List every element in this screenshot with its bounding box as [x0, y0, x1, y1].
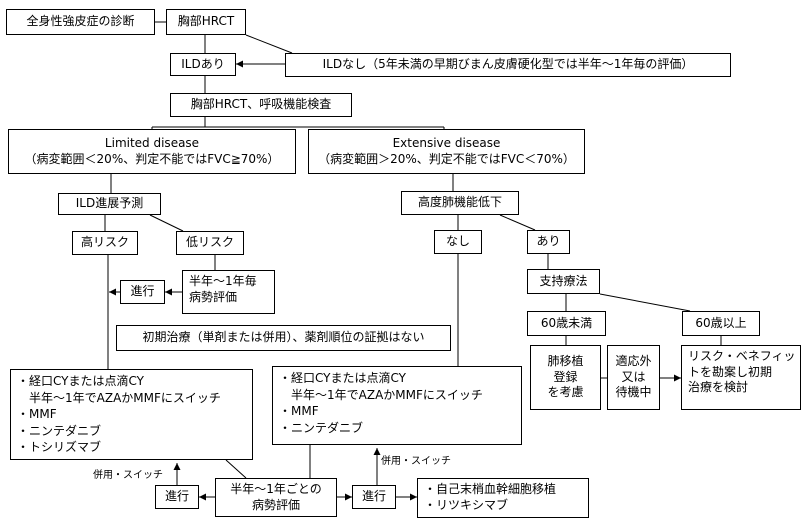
hrct-pft-label: 胸部HRCT、呼吸機能検査 [190, 97, 332, 112]
progression-bottom-left-label: 進行 [164, 489, 189, 504]
no-label: なし [445, 234, 470, 249]
line-prediction-lowrisk [149, 214, 184, 232]
initial-treatment-box: 初期治療（単剤または併用）、薬剤順位の証拠はない [116, 325, 451, 351]
high-risk-box: 高リスク [72, 231, 138, 255]
mid-tx-line-1: ・経口CYまたは点滴CY [279, 371, 406, 385]
over-60-label: 60歳以上 [695, 315, 747, 330]
mid-treatment-box: ・経口CYまたは点滴CY 半年～1年でAZAかMMFにスイッチ ・MMF ・ニン… [272, 366, 522, 445]
combo-switch-label-right: 併用・スイッチ [381, 456, 451, 467]
ild-absent-label: ILDなし（5年未満の早期びまん皮膚硬化型では半年～1年毎の評価） [322, 57, 694, 72]
transplant-box: 肺移植 登録 を考慮 [530, 345, 601, 410]
high-risk-label: 高リスク [80, 235, 129, 250]
initial-treatment-label: 初期治療（単剤または併用）、薬剤順位の証拠はない [142, 330, 425, 345]
low-risk-label: 低リスク [185, 235, 234, 250]
progression-left-box: 進行 [120, 280, 165, 304]
ild-present-label: ILDあり [181, 56, 225, 71]
periodic-eval-line-1: 半年～1年毎 [189, 274, 257, 288]
risk-benefit-box: リスク・ベネフィッ トを勘案し初期 治療を検討 [681, 345, 801, 410]
rescue-treatment-box: ・自己末梢血幹細胞移植 ・リツキシマブ [417, 478, 589, 518]
rescue-tx-line-1: ・自己末梢血幹細胞移植 [424, 482, 557, 496]
eligibility-line-3: 待機中 [615, 385, 652, 400]
ild-prediction-box: ILD進展予測 [58, 193, 161, 215]
risk-benefit-line-1: リスク・ベネフィッ [688, 349, 796, 363]
eligibility-line-2: 又は [621, 369, 646, 384]
over-60-box: 60歳以上 [682, 311, 760, 336]
mid-tx-line-2: 半年～1年でAZAかMMFにスイッチ [279, 387, 483, 402]
periodic-eval-bottom-box: 半年～1年ごとの 病勢評価 [215, 478, 337, 517]
under-60-box: 60歳未満 [527, 311, 606, 336]
transplant-line-2: 登録 [553, 369, 578, 384]
line-supportive-over60 [599, 293, 691, 312]
risk-benefit-line-3: 治療を検討 [688, 380, 749, 395]
periodic-eval-box: 半年～1年毎 病勢評価 [182, 270, 275, 314]
no-box: なし [434, 230, 482, 254]
diagnosis-box: 全身性強皮症の診断 [6, 9, 155, 35]
reduced-lung-box: 高度肺機能低下 [401, 191, 519, 215]
eligibility-box: 適応外 又は 待機中 [607, 345, 660, 410]
yes-label: あり [536, 234, 561, 249]
combo-switch-label-left: 併用・スイッチ [93, 470, 163, 481]
transplant-line-3: を考慮 [547, 385, 584, 400]
hrct-pft-box: 胸部HRCT、呼吸機能検査 [170, 93, 352, 117]
progression-bottom-right-label: 進行 [361, 489, 386, 504]
ild-present-box: ILDあり [170, 53, 236, 76]
extensive-title: Extensive disease [392, 135, 501, 150]
periodic-eval-bottom-line-2: 病勢評価 [251, 497, 300, 512]
left-tx-line-2: 半年～1年でAZAかMMFにスイッチ [17, 390, 221, 405]
supportive-care-label: 支持療法 [539, 273, 588, 288]
supportive-care-box: 支持療法 [527, 269, 600, 294]
left-tx-line-3: ・MMF [17, 407, 57, 422]
left-tx-line-1: ・経口CYまたは点滴CY [17, 374, 144, 388]
mid-tx-line-3: ・MMF [279, 404, 319, 419]
transplant-line-1: 肺移植 [547, 354, 584, 369]
left-treatment-box: ・経口CYまたは点滴CY 半年～1年でAZAかMMFにスイッチ ・MMF ・ニン… [10, 369, 253, 460]
ild-prediction-label: ILD進展予測 [75, 196, 144, 211]
limited-criteria: （病変範囲＜20%、判定不能ではFVC≧70%） [24, 151, 280, 166]
mid-tx-line-4: ・ニンテダニブ [279, 420, 364, 435]
extensive-disease-box: Extensive disease （病変範囲＞20%、判定不能ではFVC＜70… [308, 129, 585, 174]
line-lefttx-evalbottom [225, 459, 247, 479]
low-risk-box: 低リスク [176, 231, 244, 255]
limited-title: Limited disease [104, 135, 200, 150]
diagnosis-label: 全身性強皮症の診断 [26, 14, 135, 29]
progression-left-label: 進行 [130, 284, 155, 299]
left-tx-line-4: ・ニンテダニブ [17, 423, 102, 438]
progression-bottom-right-box: 進行 [352, 485, 396, 509]
under-60-label: 60歳未満 [540, 315, 593, 330]
extensive-criteria: （病変範囲＞20%、判定不能ではFVC＜70%） [318, 151, 575, 166]
hrct-box: 胸部HRCT [166, 9, 246, 35]
eligibility-line-1: 適応外 [615, 354, 652, 369]
periodic-eval-bottom-line-1: 半年～1年ごとの [230, 481, 322, 496]
reduced-lung-label: 高度肺機能低下 [417, 195, 502, 210]
hrct-label: 胸部HRCT [177, 14, 235, 29]
line-reduced-yes [499, 214, 536, 231]
line-hrct-ildabsent [245, 34, 293, 54]
ild-absent-box: ILDなし（5年未満の早期びまん皮膚硬化型では半年～1年毎の評価） [285, 53, 731, 77]
yes-box: あり [527, 230, 570, 254]
periodic-eval-line-2: 病勢評価 [189, 289, 238, 304]
progression-bottom-left-box: 進行 [155, 485, 199, 509]
left-tx-line-5: ・トシリズマブ [17, 440, 102, 455]
rescue-tx-line-2: ・リツキシマブ [424, 497, 509, 512]
risk-benefit-line-2: トを勘案し初期 [688, 364, 773, 379]
limited-disease-box: Limited disease （病変範囲＜20%、判定不能ではFVC≧70%） [8, 129, 296, 174]
